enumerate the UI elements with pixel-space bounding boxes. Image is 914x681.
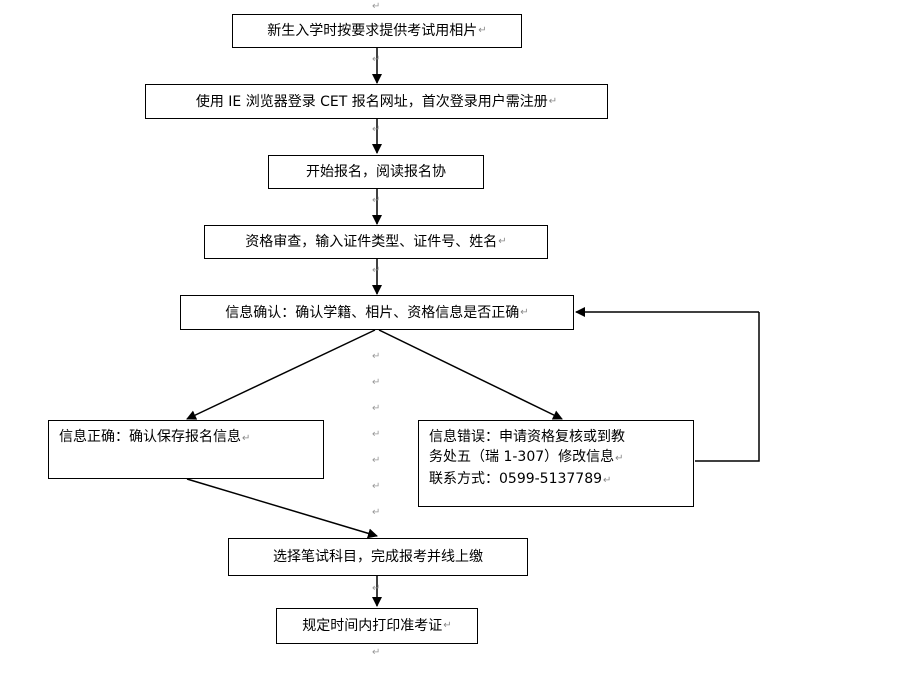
- return-mark: ↵: [372, 647, 381, 658]
- return-mark: ↵: [372, 429, 381, 440]
- error-text-2: 务处五（瑞 1-307）修改信息: [429, 449, 615, 465]
- error-text-1: 信息错误：申请资格复核或到教: [429, 429, 625, 445]
- arrow-b5-b7: [378, 329, 563, 420]
- step-text: 选择笔试科目，完成报考并线上缴: [273, 549, 483, 565]
- step-text: 信息确认：确认学籍、相片、资格信息是否正确: [225, 304, 520, 321]
- return-mark: ↵: [372, 351, 381, 362]
- step-login-register: 使用 IE 浏览器登录 CET 报名网址，首次登录用户需注册↵: [145, 84, 608, 119]
- return-mark: ↵: [372, 54, 381, 65]
- return-mark: ↵: [372, 195, 381, 206]
- step-info-error: 信息错误：申请资格复核或到教 务处五（瑞 1-307）修改信息↵ 联系方式：05…: [418, 420, 694, 507]
- return-mark: ↵: [372, 265, 381, 276]
- return-mark: ↵: [372, 403, 381, 414]
- error-line-1: 信息错误：申请资格复核或到教: [429, 427, 683, 447]
- step-print-admission: 规定时间内打印准考证↵: [276, 608, 478, 644]
- return-mark: ↵: [372, 507, 381, 518]
- feedback-line: [695, 312, 760, 462]
- return-mark: ↵: [615, 453, 624, 464]
- return-mark: ↵: [372, 1, 381, 12]
- arrow-b6-b8: [186, 478, 378, 539]
- return-mark: ↵: [242, 433, 251, 444]
- step-text: 开始报名，阅读报名协: [306, 164, 446, 180]
- error-line-2: 务处五（瑞 1-307）修改信息↵: [429, 447, 683, 469]
- step-confirm-info: 信息确认：确认学籍、相片、资格信息是否正确↵: [180, 295, 574, 330]
- return-mark: ↵: [498, 236, 507, 247]
- step-select-subjects: 选择笔试科目，完成报考并线上缴: [228, 538, 528, 576]
- step-qualification-check: 资格审查，输入证件类型、证件号、姓名↵: [204, 225, 548, 259]
- step-text: 规定时间内打印准考证: [302, 618, 443, 634]
- return-mark: ↵: [372, 124, 381, 135]
- step-text: 信息正确：确认保存报名信息: [59, 429, 241, 445]
- return-mark: ↵: [548, 95, 558, 107]
- return-mark: ↵: [372, 583, 381, 594]
- contact-text: 联系方式：0599-5137789: [429, 471, 603, 487]
- return-mark: ↵: [372, 377, 381, 388]
- return-mark: ↵: [520, 306, 529, 318]
- return-mark: ↵: [443, 620, 452, 631]
- step-start-registration: 开始报名，阅读报名协: [268, 155, 484, 189]
- step-text: 使用 IE 浏览器登录 CET 报名网址，首次登录用户需注册: [195, 93, 548, 110]
- return-mark: ↵: [372, 455, 381, 466]
- return-mark: ↵: [478, 25, 487, 36]
- step-text: 新生入学时按要求提供考试用相片: [267, 23, 478, 39]
- step-info-correct: 信息正确：确认保存报名信息↵: [48, 420, 324, 479]
- error-line-3: 联系方式：0599-5137789↵: [429, 469, 683, 491]
- return-mark: ↵: [603, 475, 612, 486]
- step-text: 资格审查，输入证件类型、证件号、姓名: [245, 234, 498, 250]
- arrow-b5-b6: [186, 329, 376, 420]
- step-provide-photo: 新生入学时按要求提供考试用相片↵: [232, 14, 522, 48]
- return-mark: ↵: [372, 481, 381, 492]
